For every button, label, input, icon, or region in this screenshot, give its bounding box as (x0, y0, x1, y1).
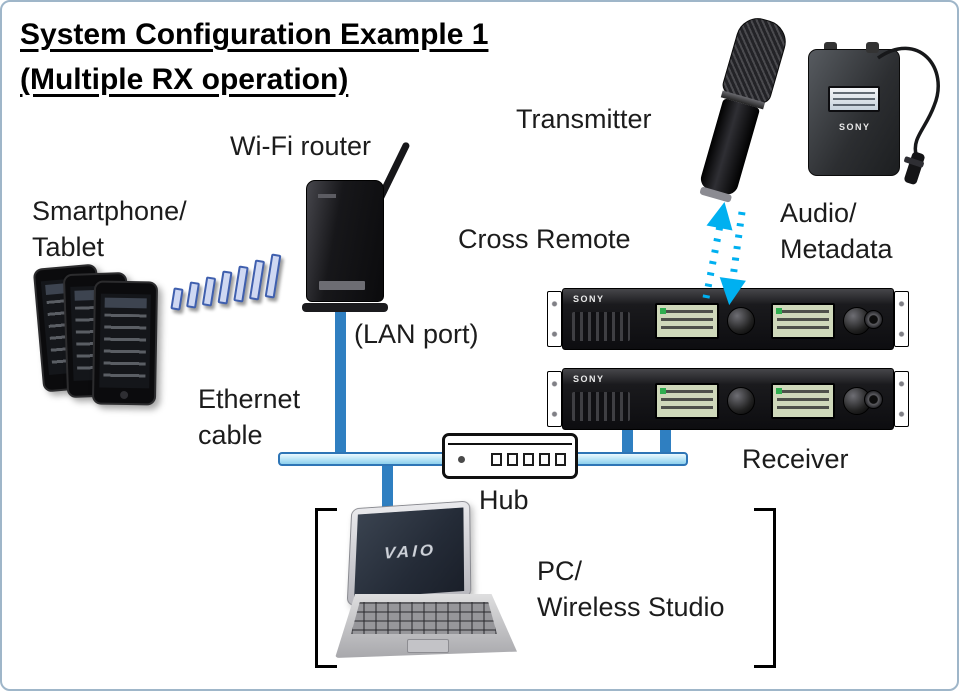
receiver-lcd (655, 383, 719, 419)
handheld-microphone (664, 5, 816, 214)
router-status-panel (319, 281, 365, 290)
receiver-channel-module (655, 380, 755, 422)
receiver-headphone-jack (864, 390, 883, 409)
router-ethernet-cable (335, 308, 346, 454)
receiver-vents (572, 392, 630, 421)
receiver-unit-1: SONY (547, 288, 909, 350)
receiver-front-panel: SONY (562, 288, 894, 350)
title-line-1: System Configuration Example 1 (20, 18, 489, 51)
router-body (306, 180, 384, 302)
receiver-brand-label: SONY (573, 374, 605, 384)
phone-screen (99, 293, 151, 389)
page-title: System Configuration Example 1 (Multiple… (20, 12, 488, 102)
laptop-brand-logo: VAIO (383, 540, 437, 563)
receiver-unit-2: SONY (547, 368, 909, 430)
title-line-2: (Multiple RX operation) (20, 63, 349, 96)
hub-ports (491, 453, 566, 466)
receiver-brand-label: SONY (573, 294, 605, 304)
smartphone-3 (91, 280, 159, 406)
receiver-lcd (771, 303, 835, 339)
laptop-display: VAIO (354, 507, 465, 599)
rack-ear (547, 371, 562, 427)
label-receiver: Receiver (742, 444, 849, 474)
cross-remote-arrow-icon (702, 202, 733, 299)
rack-ear (894, 291, 909, 347)
label-pc-wireless-studio: PC/ Wireless Studio (537, 556, 725, 622)
rack-ear (547, 291, 562, 347)
laptop-keyboard (351, 602, 497, 634)
rack-ear (894, 371, 909, 427)
smartphone-stack (32, 260, 198, 418)
lavalier-microphone (904, 151, 925, 185)
microphone-body (698, 98, 761, 197)
router-logo (318, 194, 336, 198)
receiver-channel-module (771, 300, 871, 342)
label-audio-metadata: Audio/ Metadata (780, 198, 893, 264)
bodypack-brand-label: SONY (839, 122, 871, 132)
laptop-device: VAIO (335, 500, 517, 662)
wifi-router-device (298, 141, 411, 312)
receiver-front-panel: SONY (562, 368, 894, 430)
receiver-knob (727, 387, 755, 415)
hub-device (442, 433, 578, 479)
receiver-lcd (655, 303, 719, 339)
receiver-cable-1 (622, 426, 633, 456)
receiver-headphone-jack (864, 310, 883, 329)
label-wifi-router: Wi-Fi router (230, 131, 371, 161)
router-stand (302, 303, 388, 312)
label-hub: Hub (479, 485, 529, 515)
lavalier-clip (904, 156, 924, 168)
laptop-base (335, 594, 517, 658)
bodypack-display (828, 86, 880, 112)
label-lan-port: (LAN port) (354, 319, 479, 349)
bodypack-transmitter: SONY (808, 42, 904, 176)
label-ethernet-cable: Ethernet cable (198, 384, 301, 450)
label-transmitter: Transmitter (516, 104, 652, 134)
receiver-channel-module (771, 380, 871, 422)
laptop-touchpad (407, 639, 449, 653)
label-smartphone-tablet: Smartphone/ Tablet (32, 196, 187, 262)
receiver-lcd (771, 383, 835, 419)
laptop-screen: VAIO (346, 500, 472, 607)
right-bracket (754, 508, 776, 668)
receiver-vents (572, 312, 630, 341)
receiver-channel-module (655, 300, 755, 342)
receiver-cable-2 (660, 426, 671, 456)
left-bracket (315, 508, 337, 668)
receiver-knob (727, 307, 755, 335)
laptop-ethernet-cable (382, 463, 393, 527)
audio-metadata-arrow-icon (719, 211, 746, 306)
microphone-grille (720, 13, 791, 106)
bodypack-body: SONY (808, 49, 900, 176)
label-cross-remote: Cross Remote (458, 224, 631, 254)
hub-led (458, 456, 465, 463)
